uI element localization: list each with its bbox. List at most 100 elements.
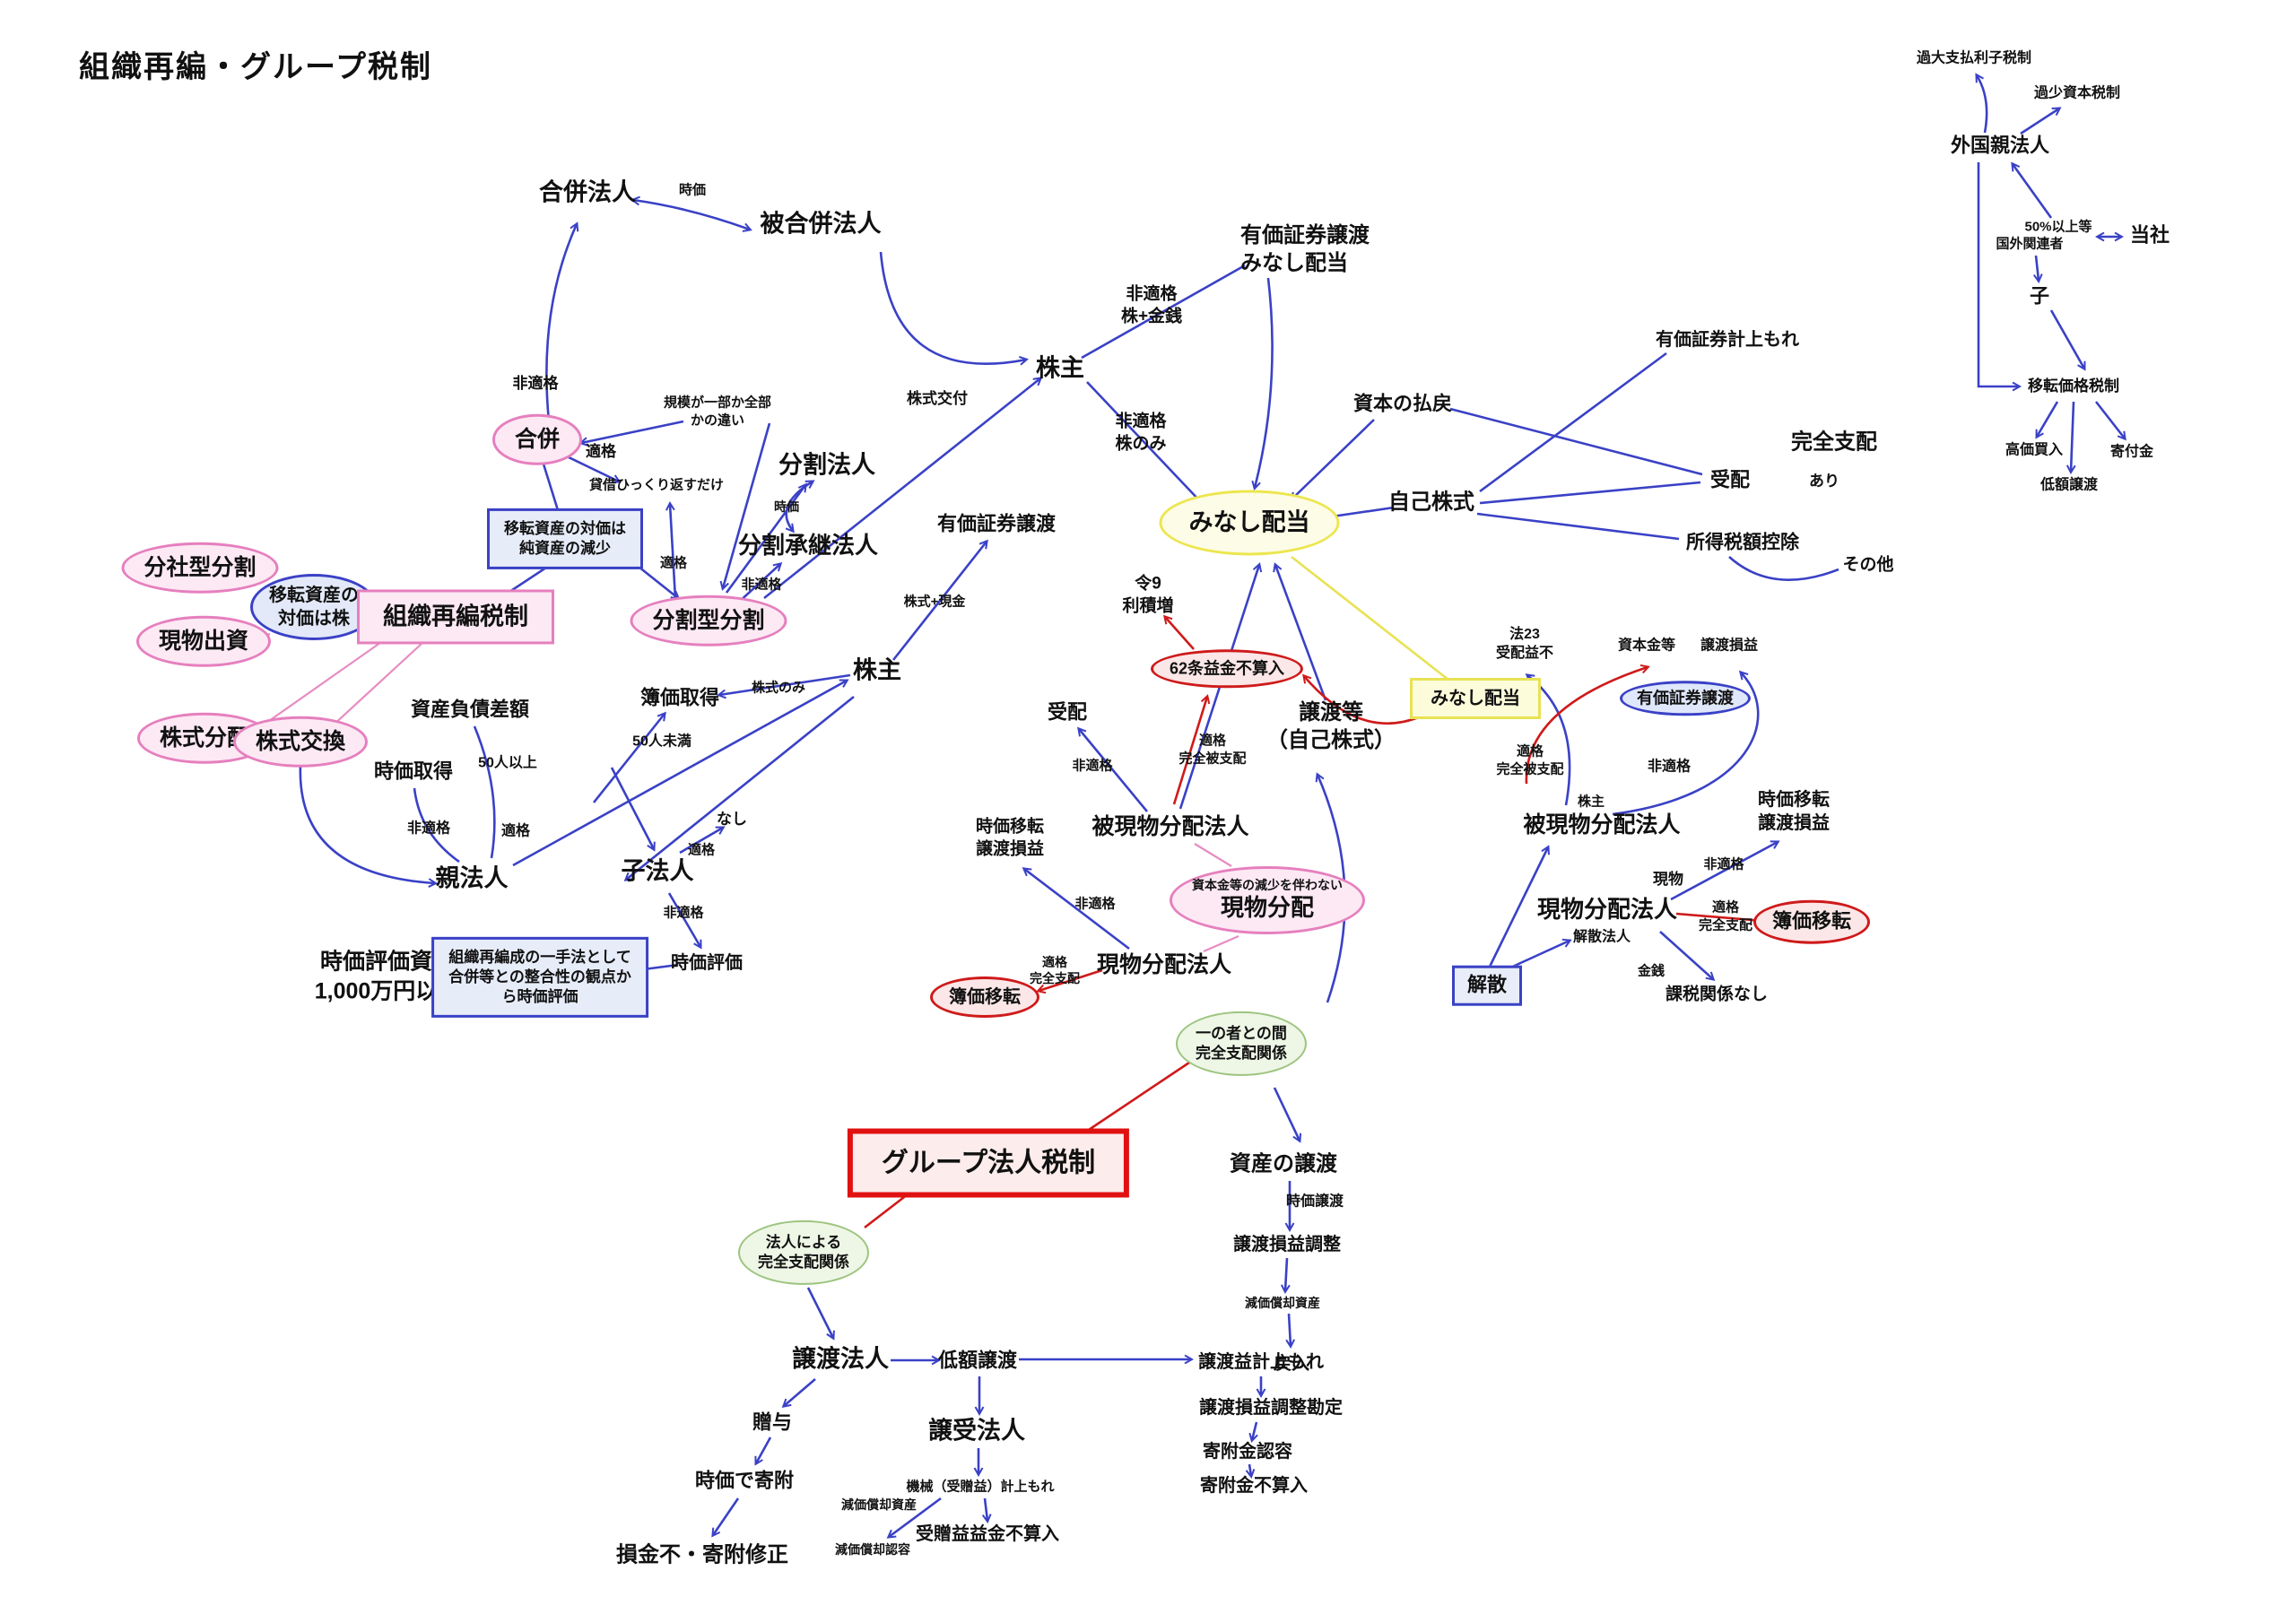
edge-71 [2037, 401, 2059, 437]
edge-80 [1077, 1057, 1196, 1139]
kaisan-box: 解散 [1451, 965, 1523, 1006]
ko: 子 [2029, 284, 2050, 308]
edge-16 [473, 725, 496, 859]
edge-73 [2094, 401, 2125, 438]
bunkatsu-shokei-corp: 分割承継法人 [737, 532, 879, 560]
shisan-fusai: 資産負債差額 [410, 698, 530, 721]
soshiki-saihen-box: 組織再編税制 [357, 589, 554, 645]
edge-34 [1476, 512, 1680, 541]
yuka-joto-ellipse: 有価証券譲渡 [1620, 681, 1751, 716]
edge-27 [1255, 277, 1274, 488]
edge-46 [1024, 869, 1130, 950]
edge-35 [1728, 556, 1839, 581]
edge-87 [1194, 843, 1232, 867]
label-hitekikaku-6: 非適格 [1072, 758, 1113, 774]
label-tekikaku-kanzen-2: 適格完全支配 [1030, 954, 1080, 985]
edge-57 [889, 1497, 942, 1537]
merger-corp: 合併法人 [539, 178, 636, 206]
edge-41 [1488, 847, 1548, 968]
edge-12 [879, 251, 1026, 364]
label-taishaku: 貸借ひっくり返すだけ [588, 477, 725, 493]
jika-shutoku: 時価取得 [373, 759, 454, 783]
edge-70 [1977, 162, 2019, 386]
kabunushi-top: 株主 [1036, 354, 1084, 382]
label-50pct: 50%以上等 [2024, 219, 2092, 235]
kabushiki-kokan-ellipse: 株式交換 [232, 716, 369, 768]
label-jika-joto: 時価譲渡 [1285, 1193, 1344, 1210]
teigaku-joto: 低額譲渡 [937, 1349, 1018, 1372]
genbutsu-bunpai-ellipse: 資本金等の減少を伴わない現物分配 [1170, 866, 1365, 934]
edge-18 [719, 673, 851, 695]
bunkatsu-corp: 分割法人 [778, 451, 875, 479]
edge-4 [670, 504, 677, 600]
joto-soneki-kanjo: 譲渡損益調整勘定 [1199, 1398, 1343, 1418]
iten-kakaku-zeisei: 移転価格税制 [2028, 377, 2119, 395]
edge-68 [2036, 255, 2039, 281]
edge-76 [1165, 617, 1195, 650]
jiko-kabushiki: 自己株式 [1388, 490, 1474, 515]
edge-81 [864, 1193, 909, 1229]
edge-9 [638, 565, 678, 598]
merged-corp: 被合併法人 [760, 210, 882, 238]
label-50-ijou: 50人以上 [478, 755, 537, 771]
label-kikai-keijo-more: 機械（受贈益）計上もれ [906, 1479, 1055, 1495]
edge-21 [610, 767, 654, 849]
jika-iten-right: 時価移転譲渡損益 [1758, 790, 1830, 833]
joju-hojin: 譲受法人 [928, 1417, 1025, 1445]
kadai-shiharai-rishi: 過大支払利子税制 [1916, 50, 2032, 66]
iten-junshisan-box: 移転資産の対価は純資産の減少 [487, 508, 643, 570]
label-kabu-genkin: 株式+現金 [903, 594, 966, 610]
ichi-mono-ellipse: 一の者との間完全支配関係 [1176, 1011, 1307, 1077]
zoyo: 贈与 [752, 1410, 793, 1434]
label-ari: あり [1809, 472, 1839, 490]
edge-8 [736, 564, 780, 604]
label-hitekikaku-kabukin: 非適格株+金銭 [1120, 284, 1183, 325]
label-genka-shokyaku-1: 減価償却資産 [1245, 1295, 1320, 1310]
label-tekikaku-2: 適格 [659, 555, 688, 571]
label-hitekikaku-2: 非適格 [741, 577, 782, 593]
edge-53 [756, 1436, 772, 1463]
edge-22 [679, 828, 723, 855]
edge-1 [633, 200, 750, 230]
kifukin-ninyo: 寄附金認容 [1203, 1442, 1292, 1462]
edge-15 [413, 787, 460, 864]
joto-tou: 譲渡等（自己株式） [1266, 699, 1396, 752]
edge-54 [713, 1497, 740, 1535]
joto-eki-keijo-more: 譲渡益計上もれ [1198, 1352, 1324, 1372]
label-tekikaku-kanzen-3: 適格完全支配 [1698, 899, 1753, 933]
genbutsu-shussi-ellipse: 現物出資 [135, 615, 272, 667]
label-kibo: 規模が一部か全部かの違い [663, 395, 772, 429]
edge-62 [1285, 1257, 1287, 1291]
genbutsu-hojin-right: 現物分配法人 [1536, 896, 1678, 924]
edge-77 [1525, 667, 1648, 785]
bunkatsu-gata-ellipse: 分割型分割 [630, 595, 787, 647]
juhai-left: 受配 [1047, 700, 1088, 724]
label-jika-1: 時価 [678, 182, 707, 198]
label-kabunushi-sm: 株主 [1577, 794, 1605, 810]
label-hitekikaku-1: 非適格 [512, 374, 559, 392]
label-tekikaku-kanzen-l: 適格完全被支配 [1178, 733, 1247, 767]
label-kinsen: 金銭 [1637, 963, 1665, 979]
label-nashi: なし [717, 810, 747, 828]
boka-iten-right-ellipse: 簿価移転 [1752, 899, 1871, 944]
minashi-haito-ellipse: みなし配当 [1159, 490, 1340, 556]
sonkin-fu-kifu-shusei: 損金不・寄附修正 [616, 1542, 788, 1567]
tosha: 当社 [2129, 223, 2170, 247]
label-hitekikaku-5: 非適格 [1647, 759, 1692, 775]
edge-66 [2013, 164, 2053, 219]
yuka-joto-mid: 有価証券譲渡 [936, 512, 1057, 535]
gaikoku-oya-hojin: 外国親法人 [1950, 134, 2050, 157]
page-title: 組織再編・グループ税制 [79, 49, 432, 84]
edge-28 [1086, 381, 1202, 503]
juzoeki-fusan: 受贈益益金不算入 [916, 1524, 1059, 1544]
edge-86 [331, 642, 423, 727]
label-hitekikaku-8: 非適格 [1703, 856, 1744, 872]
edge-56 [985, 1497, 987, 1521]
yuka-minashi-top: 有価証券譲渡みなし配当 [1240, 222, 1370, 275]
edge-74 [1304, 676, 1422, 725]
label-tekikaku-4: 適格 [687, 842, 716, 858]
label-tekikaku-1: 適格 [586, 442, 616, 460]
edge-65 [2020, 108, 2059, 135]
label-50-miman: 50人未満 [632, 733, 691, 750]
